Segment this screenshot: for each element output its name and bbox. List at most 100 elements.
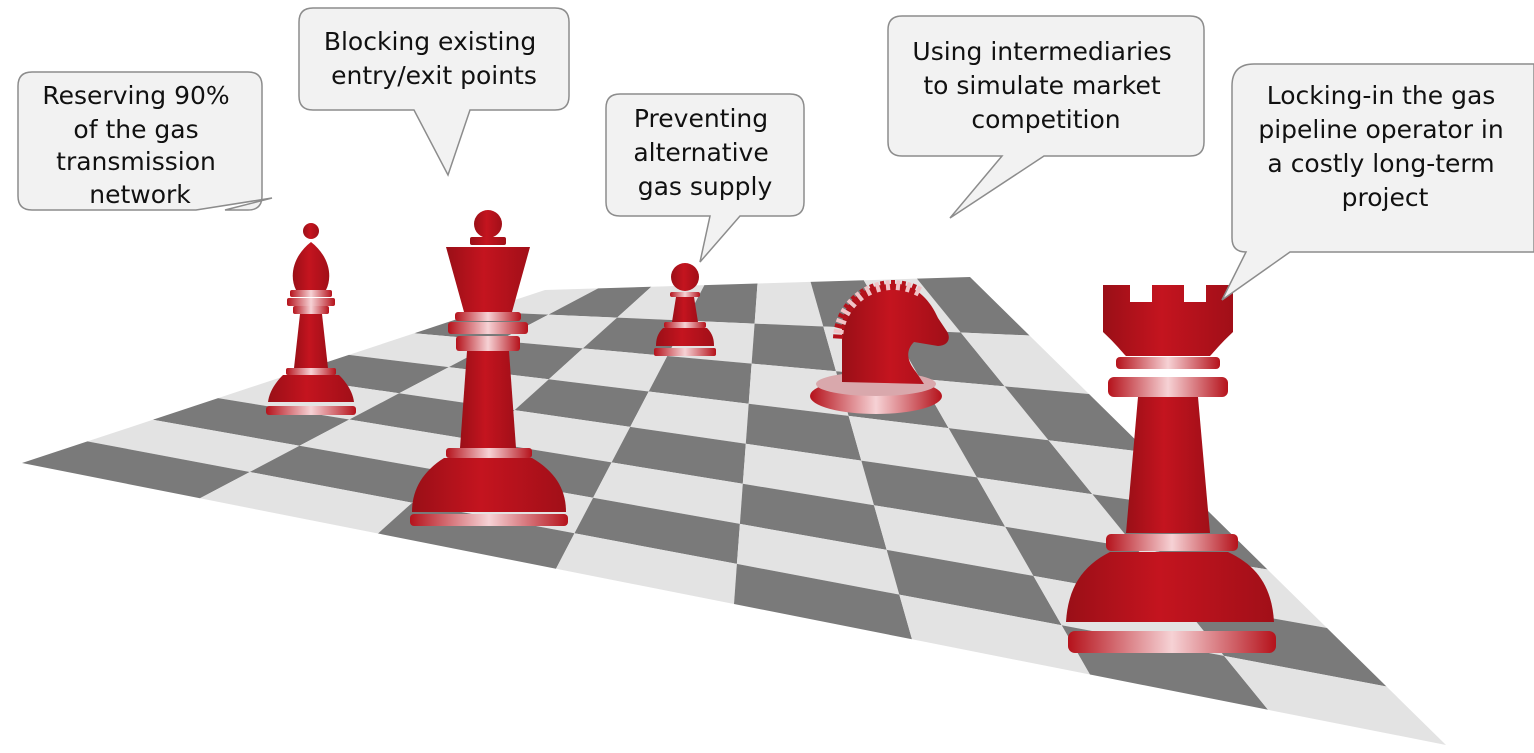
callout-pawn-text: Preventing alternative gas supply [633, 104, 776, 201]
callout-line: alternative [633, 138, 768, 167]
board-square [1004, 386, 1149, 453]
board-square [152, 398, 350, 446]
board-square [548, 286, 652, 318]
board-square [886, 549, 1062, 626]
mane-stripe [832, 334, 844, 339]
callout-line: to simulate market [923, 71, 1161, 100]
mane-stripe [835, 317, 847, 325]
board-square [514, 379, 649, 427]
board-square [548, 348, 668, 392]
callout-line: Reserving 90% [42, 81, 229, 110]
board-square [648, 356, 752, 404]
callout-line: pipeline operator in [1258, 115, 1503, 144]
callout-knight: Using intermediaries to simulate market … [887, 15, 1205, 219]
board-square [249, 445, 447, 503]
board-square [630, 391, 749, 444]
board-square [751, 323, 836, 372]
mane-stripe [834, 323, 846, 330]
callout-line: transmission [56, 147, 216, 176]
board-square [899, 594, 1090, 675]
callout-king-text: Blocking existing entry/exit points [324, 27, 544, 90]
callout-line: project [1342, 183, 1429, 212]
mane-stripe [843, 303, 854, 313]
mane-stripe [854, 291, 864, 302]
mane-stripe [846, 298, 857, 309]
board-square [574, 497, 740, 564]
callout-rook-text: Locking-in the gas pipeline operator in … [1258, 81, 1511, 212]
board-square [848, 415, 977, 478]
callout-line: network [89, 180, 191, 209]
board-square [611, 426, 746, 484]
board-square [582, 317, 686, 356]
mane-stripe [837, 312, 849, 321]
board-square [1180, 602, 1387, 687]
board-square [736, 523, 900, 595]
bubble-shape [1221, 63, 1534, 301]
mane-stripe [840, 307, 852, 317]
board-square [200, 472, 413, 534]
callout-line: of the gas [73, 115, 198, 144]
knight-mane [832, 280, 922, 339]
board-square [920, 378, 1049, 441]
callout-line: entry/exit points [331, 61, 537, 90]
board-square [734, 563, 912, 640]
board-square [892, 329, 1005, 387]
board-square [593, 462, 743, 524]
board-square [976, 477, 1137, 549]
board-square [299, 419, 481, 472]
board-square [745, 403, 862, 461]
bubble-shape [298, 7, 570, 177]
callout-bishop: Reserving 90% of the gas transmission ne… [17, 71, 273, 211]
board-square [1224, 655, 1446, 745]
board-square [556, 533, 737, 604]
mane-stripe [874, 281, 882, 293]
board-square [960, 332, 1089, 394]
mane-stripe [904, 281, 912, 293]
mane-stripe [900, 280, 907, 292]
callout-line: Using intermediaries [912, 37, 1171, 66]
knight-piece [810, 280, 949, 414]
mane-stripe [864, 285, 873, 297]
board-square [739, 483, 887, 550]
mane-stripe [909, 283, 917, 295]
board-square [754, 281, 824, 327]
callout-knight-text: Using intermediaries to simulate market … [912, 37, 1179, 134]
callout-bishop-text: Reserving 90% of the gas transmission ne… [42, 81, 237, 209]
bishop-piece [266, 223, 356, 415]
board-square [874, 505, 1034, 576]
board-square [480, 410, 631, 463]
mane-stripe [879, 280, 886, 292]
mane-stripe [913, 285, 922, 297]
mane-stripe [869, 283, 877, 295]
board-square [861, 460, 1006, 527]
callout-rook: Locking-in the gas pipeline operator in … [1221, 63, 1534, 301]
board-square [685, 283, 758, 324]
board-square [498, 314, 618, 349]
callout-pawn: Preventing alternative gas supply [605, 93, 805, 263]
board-square [916, 277, 1030, 336]
mane-stripe [850, 294, 861, 305]
board-square [948, 428, 1093, 495]
callout-line: Blocking existing [324, 27, 536, 56]
rook-piece [1066, 285, 1276, 653]
callout-line: gas supply [638, 172, 773, 201]
mane-stripe [833, 328, 844, 335]
king-piece [410, 210, 568, 526]
bubble-shape [887, 15, 1205, 219]
board-square [742, 443, 874, 506]
callout-line: a costly long-term [1267, 149, 1494, 178]
callout-line: Locking-in the gas [1267, 81, 1496, 110]
bubble-shape [17, 71, 273, 211]
mane-stripe [895, 280, 901, 291]
board-square [87, 419, 300, 472]
bubble-shape [605, 93, 805, 263]
callout-line: Preventing [634, 104, 768, 133]
callout-line: competition [971, 105, 1120, 134]
chessboard [22, 277, 1446, 745]
mane-stripe [885, 280, 891, 291]
callout-king: Blocking existing entry/exit points [298, 7, 570, 177]
board-square [22, 441, 250, 499]
pawn-piece [654, 263, 716, 356]
mane-stripe [859, 288, 868, 299]
